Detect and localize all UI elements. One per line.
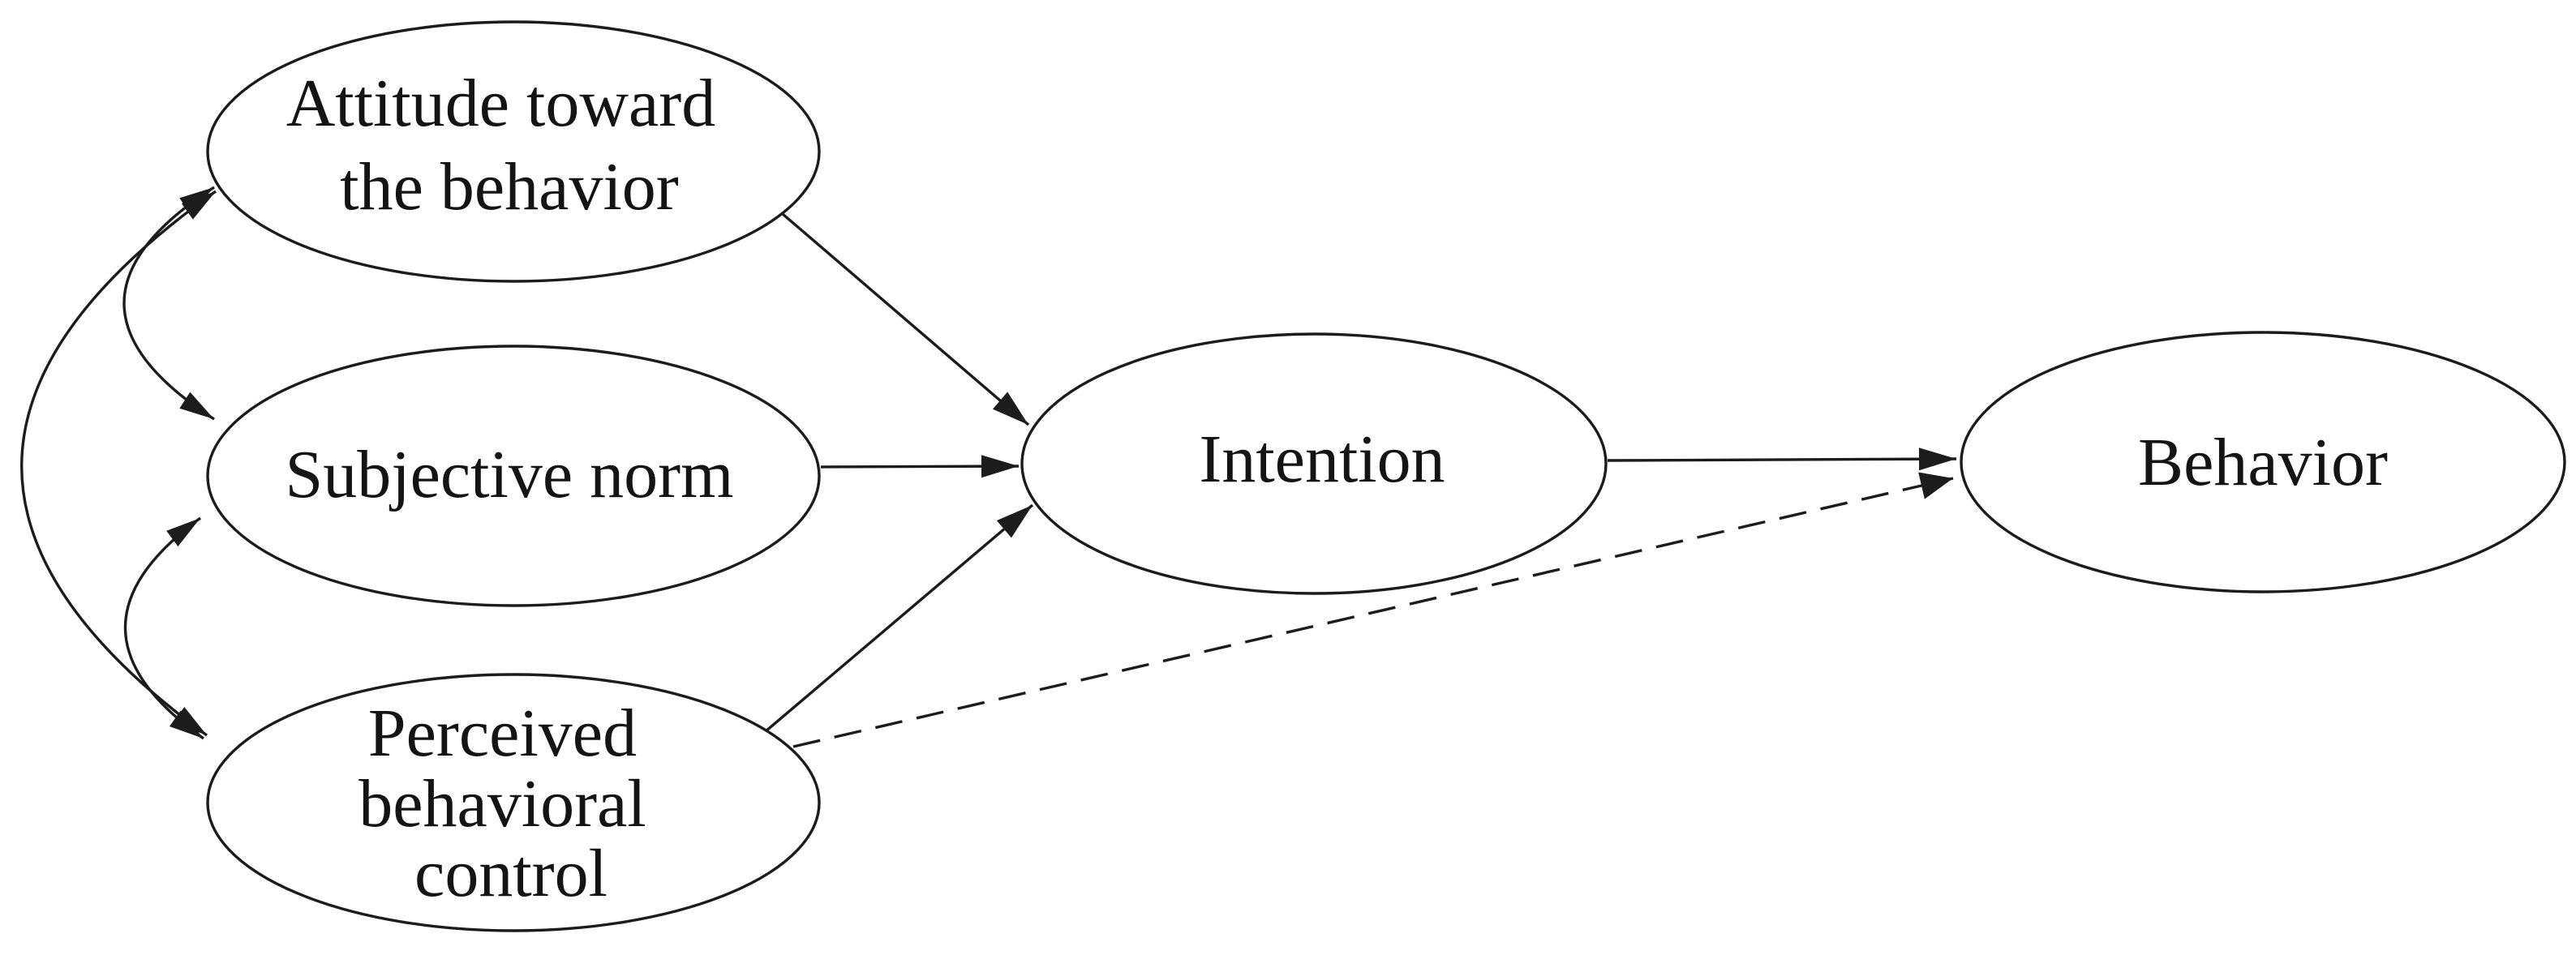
intention-ellipse <box>1020 332 1608 595</box>
pbc-ellipse <box>206 673 821 932</box>
edge-intention-to-behavior <box>1607 448 1957 471</box>
attitude-ellipse <box>206 20 821 283</box>
edge-subjectivenorm-to-intention <box>820 455 1020 478</box>
subjective-norm-label: Subjective norm <box>286 437 734 512</box>
node-behavior: Behavior <box>1960 331 2566 593</box>
edge-subjectivenorm-pbc-arc <box>123 516 204 740</box>
attitude-label: Attitude toward the behavior <box>286 66 733 225</box>
behavior-label: Behavior <box>2138 425 2388 500</box>
edge-attitude-to-intention <box>775 208 1030 426</box>
node-intention: Intention <box>1020 332 1608 595</box>
subjective-norm-ellipse <box>206 345 821 607</box>
node-subjective-norm: Subjective norm <box>206 345 821 607</box>
node-attitude: Attitude toward the behavior <box>206 20 821 283</box>
edge-pbc-to-behavior-dashed <box>792 472 1954 748</box>
node-perceived-behavioral-control: Perceived behavioral control <box>206 673 821 932</box>
behavior-ellipse <box>1960 331 2566 593</box>
edge-pbc-to-intention <box>764 503 1034 733</box>
intention-label: Intention <box>1199 422 1445 497</box>
edge-attitude-pbc-arc <box>20 190 217 737</box>
pbc-label: Perceived behavioral control <box>358 696 663 911</box>
edge-attitude-subjectivenorm-arc <box>122 186 215 421</box>
